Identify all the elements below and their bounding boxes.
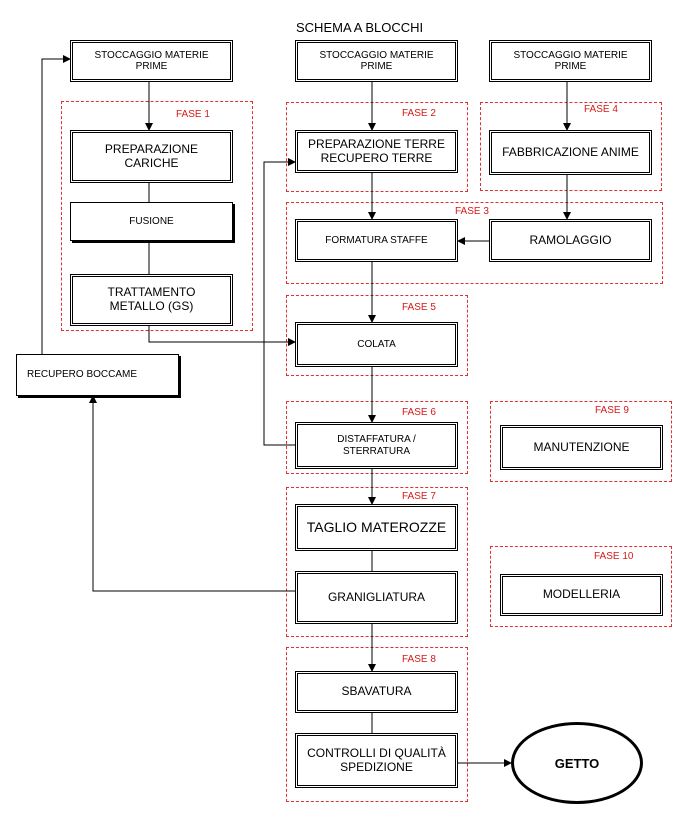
- stoccaggio-3-line-1: STOCCAGGIO MATERIE: [513, 49, 628, 61]
- fusione-block: FUSIONE: [70, 202, 233, 241]
- trattamento-line-2: METALLO (GS): [109, 299, 194, 313]
- controlli-line-2: SPEDIZIONE: [340, 759, 413, 774]
- manutenzione-label: MANUTENZIONE: [533, 439, 630, 454]
- phase-2-frame: [286, 102, 468, 192]
- colata-block: COLATA: [295, 322, 458, 367]
- granigliatura-block: GRANIGLIATURA: [295, 571, 458, 624]
- sbavatura-block: SBAVATURA: [295, 671, 458, 713]
- stoccaggio-1-line-1: STOCCAGGIO MATERIE: [94, 49, 209, 61]
- taglio-materozze-block: TAGLIO MATEROZZE: [295, 504, 458, 551]
- preparazione-terre-line-2: RECUPERO TERRE: [320, 150, 433, 165]
- stoccaggio-3-line-2: PRIME: [554, 61, 587, 72]
- sbavatura-label: SBAVATURA: [341, 684, 412, 699]
- formatura-staffe-block: FORMATURA STAFFE: [295, 219, 458, 262]
- phase-7-label: FASE 7: [402, 491, 436, 502]
- phase-9-label: FASE 9: [595, 405, 629, 416]
- phase-9-frame: [490, 401, 672, 482]
- phase-4-frame: [480, 102, 662, 191]
- distaffatura-block: DISTAFFATURA /STERRATURA: [295, 422, 458, 469]
- preparazione-terre-line-1: PREPARAZIONE TERRE: [308, 136, 445, 151]
- phase-8-label: FASE 8: [402, 654, 436, 665]
- granigliatura-label: GRANIGLIATURA: [327, 589, 426, 604]
- phase-10-frame: [490, 546, 672, 627]
- fabbricazione-anime-label: FABBRICAZIONE ANIME: [502, 144, 639, 159]
- phase-5-label: FASE 5: [402, 302, 436, 313]
- colata-label: COLATA: [357, 338, 396, 350]
- modelleria-label: MODELLERIA: [542, 587, 621, 602]
- stoccaggio-2-line-1: STOCCAGGIO MATERIE: [319, 49, 434, 61]
- arrow-granigliatura-recupero-boccame: [89, 395, 295, 592]
- formatura-staffe-label: FORMATURA STAFFE: [325, 234, 428, 246]
- arrow-distaffatura-preparazione-terre: [263, 158, 296, 446]
- getto-terminal: GETTO: [511, 722, 643, 804]
- phase-10-label: FASE 10: [594, 551, 634, 562]
- phase-5-frame: [286, 295, 468, 376]
- controlli-line-1: CONTROLLI DI QUALITÀ: [307, 745, 446, 760]
- phase-7-frame: [286, 487, 468, 637]
- phase-2-label: FASE 2: [402, 108, 436, 119]
- fusione-label: FUSIONE: [129, 215, 174, 227]
- phase-4-label: FASE 4: [584, 104, 618, 115]
- recupero-boccame-block: RECUPERO BOCCAME: [16, 354, 179, 396]
- phase-6-frame: [286, 401, 468, 474]
- getto-label: GETTO: [554, 755, 600, 771]
- phase-6-label: FASE 6: [402, 407, 436, 418]
- distaffatura-line-1: DISTAFFATURA /: [337, 434, 416, 445]
- preparazione-cariche-line-1: PREPARAZIONE: [104, 141, 199, 156]
- phase-8-frame: [286, 647, 468, 802]
- recupero-boccame-label: RECUPERO BOCCAME: [27, 369, 138, 381]
- distaffatura-line-2: STERRATURA: [342, 445, 411, 457]
- ramolaggio-label: RAMOLAGGIO: [529, 232, 612, 247]
- taglio-materozze-label: TAGLIO MATEROZZE: [306, 519, 447, 536]
- fabbricazione-anime-block: FABBRICAZIONE ANIME: [489, 130, 652, 175]
- phase-3-frame: [286, 202, 663, 284]
- trattamento-line-1: TRATTAMENTO: [107, 285, 196, 300]
- page-title: SCHEMA A BLOCCHI: [296, 20, 424, 35]
- arrow-trattamento-colata: [148, 326, 296, 346]
- stoccaggio-1-line-2: PRIME: [135, 61, 168, 72]
- manutenzione-block: MANUTENZIONE: [500, 425, 663, 470]
- phase-1-label: FASE 1: [176, 109, 210, 120]
- phase-1-frame: [61, 101, 253, 331]
- stoccaggio-2-line-2: PRIME: [360, 61, 393, 72]
- arrow-recupero-boccame-stoccaggio1: [41, 55, 71, 354]
- preparazione-cariche-line-2: CARICHE: [124, 155, 179, 170]
- phase-3-label: FASE 3: [455, 206, 489, 217]
- ramolaggio-block: RAMOLAGGIO: [489, 219, 652, 262]
- modelleria-block: MODELLERIA: [500, 574, 663, 616]
